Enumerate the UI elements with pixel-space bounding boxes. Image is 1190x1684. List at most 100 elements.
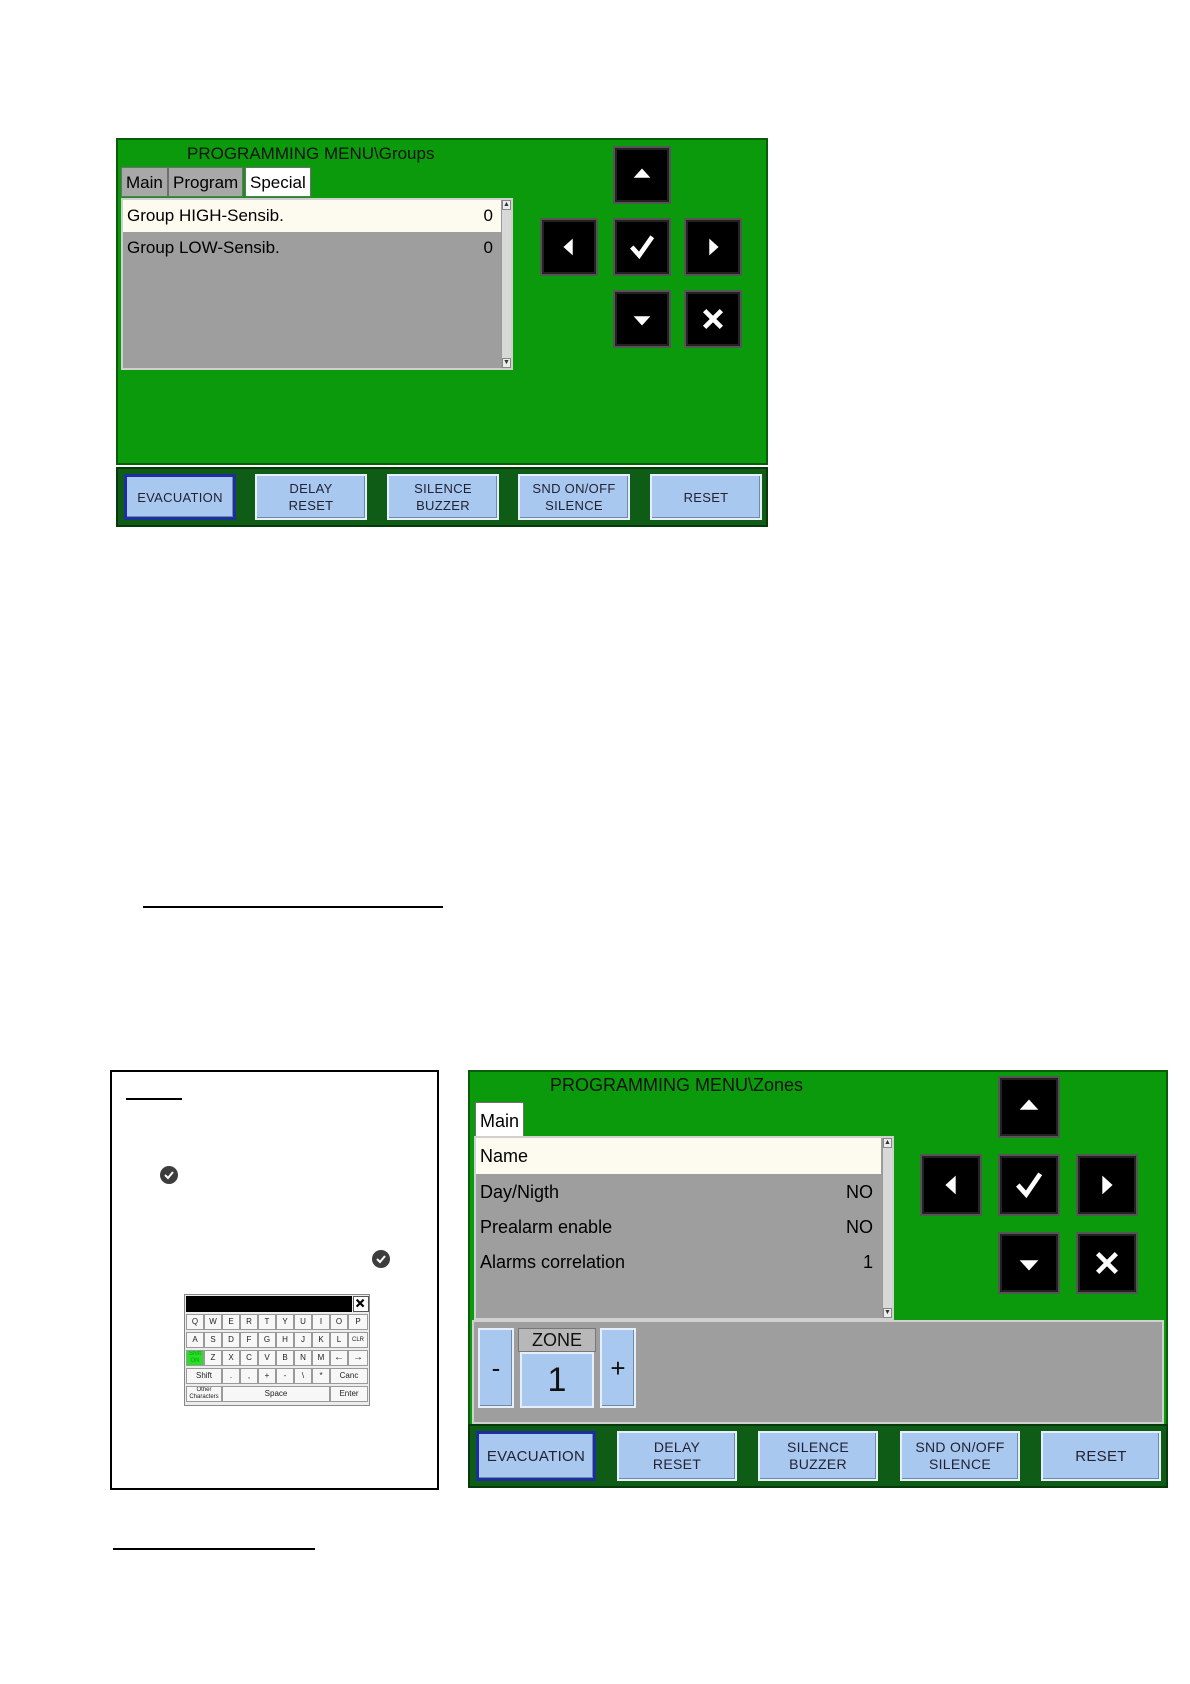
key[interactable]: J bbox=[294, 1332, 312, 1348]
key[interactable]: T bbox=[258, 1314, 276, 1330]
reset-button[interactable]: RESET bbox=[650, 474, 762, 520]
list-item[interactable]: Day/Nigth NO bbox=[476, 1174, 881, 1210]
left-arrow-key[interactable]: ← bbox=[330, 1350, 348, 1366]
close-icon bbox=[355, 1298, 365, 1308]
nav-down-button[interactable] bbox=[613, 290, 671, 348]
close-icon bbox=[1095, 1251, 1119, 1275]
key[interactable]: Y bbox=[276, 1314, 294, 1330]
list-item[interactable]: Group LOW-Sensib. 0 bbox=[123, 232, 501, 264]
enter-key[interactable]: Enter bbox=[330, 1386, 368, 1402]
shift-key[interactable]: Shift bbox=[186, 1368, 222, 1384]
arrow-up-icon bbox=[633, 168, 651, 178]
panel-title: PROGRAMMING MENU\Groups bbox=[187, 144, 435, 163]
key[interactable]: G bbox=[258, 1332, 276, 1348]
key[interactable]: L bbox=[330, 1332, 348, 1348]
right-arrow-key[interactable]: → bbox=[348, 1350, 368, 1366]
scroll-up-icon[interactable]: ▲ bbox=[883, 1138, 892, 1148]
section-heading-underline bbox=[113, 1548, 315, 1550]
evacuation-button[interactable]: EVACUATION bbox=[124, 474, 236, 520]
key[interactable]: + bbox=[258, 1368, 276, 1384]
snd-silence-button[interactable]: SND ON/OFF SILENCE bbox=[900, 1431, 1020, 1481]
clear-key[interactable]: CLR bbox=[348, 1332, 368, 1348]
zone-selector-area: - ZONE 1 + bbox=[472, 1320, 1164, 1424]
key[interactable]: X bbox=[222, 1350, 240, 1366]
list-item[interactable]: Prealarm enable NO bbox=[476, 1209, 881, 1245]
nav-cancel-button[interactable] bbox=[684, 290, 742, 348]
key[interactable]: I bbox=[312, 1314, 330, 1330]
tab-main[interactable]: Main bbox=[475, 1102, 525, 1138]
key[interactable]: B bbox=[276, 1350, 294, 1366]
row-value: 1 bbox=[862, 1252, 873, 1272]
arrow-left-icon bbox=[945, 1175, 956, 1195]
nav-left-button[interactable] bbox=[540, 218, 598, 276]
key[interactable]: A bbox=[186, 1332, 204, 1348]
row-value: NO bbox=[846, 1217, 873, 1237]
key[interactable]: , bbox=[240, 1368, 258, 1384]
key[interactable]: - bbox=[276, 1368, 294, 1384]
silence-buzzer-button[interactable]: SILENCE BUZZER bbox=[758, 1431, 878, 1481]
key[interactable]: C bbox=[240, 1350, 258, 1366]
key[interactable]: Z bbox=[204, 1350, 222, 1366]
silence-buzzer-button[interactable]: SILENCE BUZZER bbox=[387, 474, 499, 520]
reset-button[interactable]: RESET bbox=[1041, 1431, 1161, 1481]
scroll-up-icon[interactable]: ▲ bbox=[502, 200, 511, 210]
zone-decrement-button[interactable]: - bbox=[478, 1328, 514, 1408]
nav-ok-button[interactable] bbox=[613, 218, 671, 276]
nav-up-button[interactable] bbox=[998, 1076, 1060, 1138]
tab-special[interactable]: Special bbox=[245, 167, 311, 197]
key[interactable]: Q bbox=[186, 1314, 204, 1330]
zones-list: Name Day/Nigth NO Prealarm enable NO Ala… bbox=[474, 1136, 894, 1320]
tab-main[interactable]: Main bbox=[121, 167, 168, 197]
note-heading-underline bbox=[126, 1098, 182, 1100]
zone-increment-button[interactable]: + bbox=[600, 1328, 636, 1408]
list-item[interactable]: Name bbox=[476, 1138, 881, 1174]
key[interactable]: \ bbox=[294, 1368, 312, 1384]
key[interactable]: . bbox=[222, 1368, 240, 1384]
key[interactable]: E bbox=[222, 1314, 240, 1330]
key[interactable]: U bbox=[294, 1314, 312, 1330]
scroll-down-icon[interactable]: ▼ bbox=[883, 1308, 892, 1318]
zone-number[interactable]: 1 bbox=[520, 1352, 594, 1408]
scroll-down-icon[interactable]: ▼ bbox=[502, 358, 511, 368]
nav-left-button[interactable] bbox=[920, 1154, 982, 1216]
nav-ok-button[interactable] bbox=[998, 1154, 1060, 1216]
key[interactable]: H bbox=[276, 1332, 294, 1348]
arrow-down-icon bbox=[633, 316, 651, 326]
key[interactable]: K bbox=[312, 1332, 330, 1348]
key[interactable]: V bbox=[258, 1350, 276, 1366]
zone-label: ZONE bbox=[518, 1328, 596, 1352]
keyboard-close-button[interactable] bbox=[353, 1296, 369, 1312]
nav-right-button[interactable] bbox=[1076, 1154, 1138, 1216]
other-characters-key[interactable]: Other Characters bbox=[186, 1386, 222, 1402]
key[interactable]: W bbox=[204, 1314, 222, 1330]
shift-on-key[interactable]: Shift ON bbox=[186, 1350, 204, 1366]
section-heading-underline bbox=[143, 906, 443, 908]
arrow-right-icon bbox=[1102, 1175, 1113, 1195]
list-scrollbar[interactable]: ▲ ▼ bbox=[501, 200, 511, 368]
key[interactable]: P bbox=[348, 1314, 368, 1330]
key[interactable]: S bbox=[204, 1332, 222, 1348]
close-icon bbox=[702, 308, 724, 330]
cancel-key[interactable]: Canc bbox=[330, 1368, 368, 1384]
delay-reset-button[interactable]: DELAY RESET bbox=[617, 1431, 737, 1481]
evacuation-button[interactable]: EVACUATION bbox=[476, 1431, 596, 1481]
snd-silence-button[interactable]: SND ON/OFF SILENCE bbox=[518, 474, 630, 520]
key[interactable]: F bbox=[240, 1332, 258, 1348]
nav-right-button[interactable] bbox=[684, 218, 742, 276]
nav-down-button[interactable] bbox=[998, 1232, 1060, 1294]
space-key[interactable]: Space bbox=[222, 1386, 330, 1402]
key[interactable]: O bbox=[330, 1314, 348, 1330]
list-item[interactable]: Group HIGH-Sensib. 0 bbox=[123, 200, 501, 232]
delay-reset-button[interactable]: DELAY RESET bbox=[255, 474, 367, 520]
key[interactable]: D bbox=[222, 1332, 240, 1348]
tab-program[interactable]: Program bbox=[168, 167, 244, 197]
list-item[interactable]: Alarms correlation 1 bbox=[476, 1244, 881, 1280]
key[interactable]: R bbox=[240, 1314, 258, 1330]
key[interactable]: N bbox=[294, 1350, 312, 1366]
keyboard-input-field[interactable] bbox=[186, 1296, 352, 1312]
nav-cancel-button[interactable] bbox=[1076, 1232, 1138, 1294]
key[interactable]: * bbox=[312, 1368, 330, 1384]
list-scrollbar[interactable]: ▲ ▼ bbox=[882, 1138, 892, 1318]
nav-up-button[interactable] bbox=[613, 146, 671, 204]
key[interactable]: M bbox=[312, 1350, 330, 1366]
